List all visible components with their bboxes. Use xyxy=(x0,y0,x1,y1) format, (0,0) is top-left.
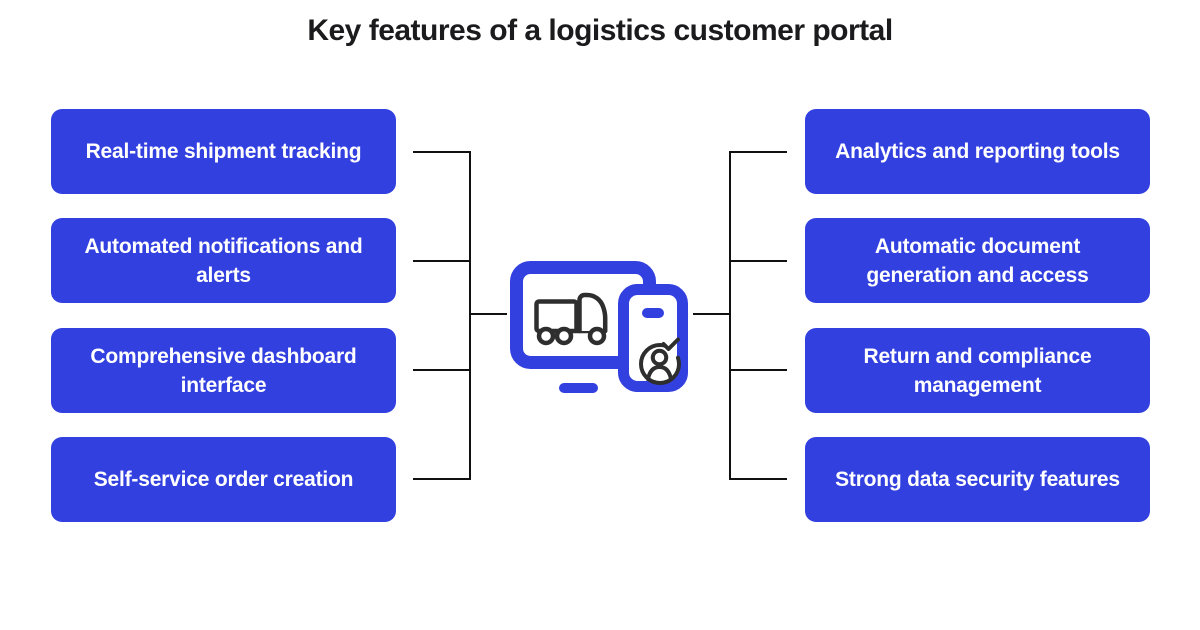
user-check-icon xyxy=(639,337,681,385)
check-mark xyxy=(661,337,680,351)
feature-label: Return and compliance management xyxy=(863,344,1092,397)
feature-label: Self-service order creation xyxy=(93,468,354,491)
feature-label: Strong data security features xyxy=(835,468,1120,491)
feature-box-dashboard-interface: Comprehensive dashboard interface xyxy=(51,328,396,413)
feature-label: Comprehensive dashboard interface xyxy=(90,344,357,397)
page-title: Key features of a logistics customer por… xyxy=(307,14,893,47)
feature-box-data-security: Strong data security features xyxy=(805,437,1150,522)
feature-label: Automatic document generation and access xyxy=(866,234,1089,287)
customer-portal-devices-icon xyxy=(497,252,697,402)
feature-box-analytics-reporting: Analytics and reporting tools xyxy=(805,109,1150,194)
feature-label: Real-time shipment tracking xyxy=(85,140,362,163)
feature-box-return-compliance: Return and compliance management xyxy=(805,328,1150,413)
smartphone-icon xyxy=(618,284,688,392)
feature-box-document-generation: Automatic document generation and access xyxy=(805,218,1150,303)
feature-label: Automated notifications and alerts xyxy=(84,234,363,287)
truck-icon xyxy=(534,292,608,346)
feature-label: Analytics and reporting tools xyxy=(835,140,1120,163)
feature-box-automated-notifications: Automated notifications and alerts xyxy=(51,218,396,303)
phone-speaker xyxy=(642,308,664,318)
monitor-stand xyxy=(559,383,598,393)
feature-box-real-time-shipment-tracking: Real-time shipment tracking xyxy=(51,109,396,194)
feature-box-self-service-orders: Self-service order creation xyxy=(51,437,396,522)
